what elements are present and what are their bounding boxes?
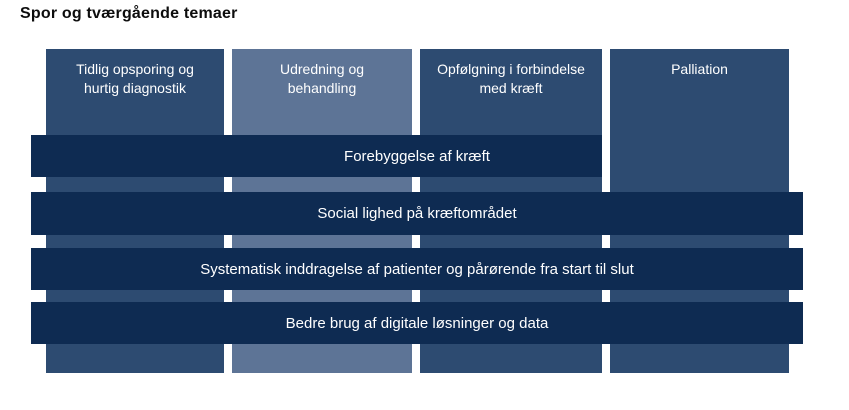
theme-bar-fill [31,248,803,290]
theme-bar-label: Forebyggelse af kræft [344,147,490,165]
theme-bar-fill [31,192,803,235]
track-column-label: Udredning og behandling [279,61,365,96]
theme-bar-social-lighed: Social lighed på kræftområdet [31,192,803,235]
theme-bar-fill [31,302,803,344]
diagram-title: Spor og tværgående temaer [20,5,238,22]
theme-bar-label: Social lighed på kræftområdet [317,205,517,222]
track-column-label: Opfølgning i forbindelse med kræft [437,61,585,96]
theme-bar-fill [31,135,602,177]
track-column-label: Palliation [671,61,728,77]
theme-bar-label: Systematisk inddragelse af patienter og … [200,260,634,278]
theme-bar-digitale-loesninger: Bedre brug af digitale løsninger og data [31,302,803,344]
theme-bar-forebyggelse: Forebyggelse af kræft [31,135,803,177]
theme-bar-label: Bedre brug af digitale løsninger og data [285,314,549,332]
track-column-label: Tidlig opsporing og hurtig diagnostik [76,61,194,96]
theme-bar-systematisk-inddragelse: Systematisk inddragelse af patienter og … [31,248,803,290]
